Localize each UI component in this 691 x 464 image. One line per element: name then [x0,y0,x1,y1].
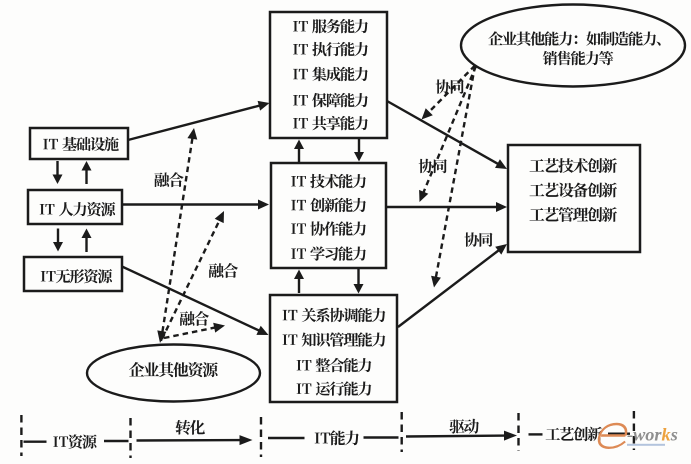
svg-text:-works: -works [627,425,678,445]
